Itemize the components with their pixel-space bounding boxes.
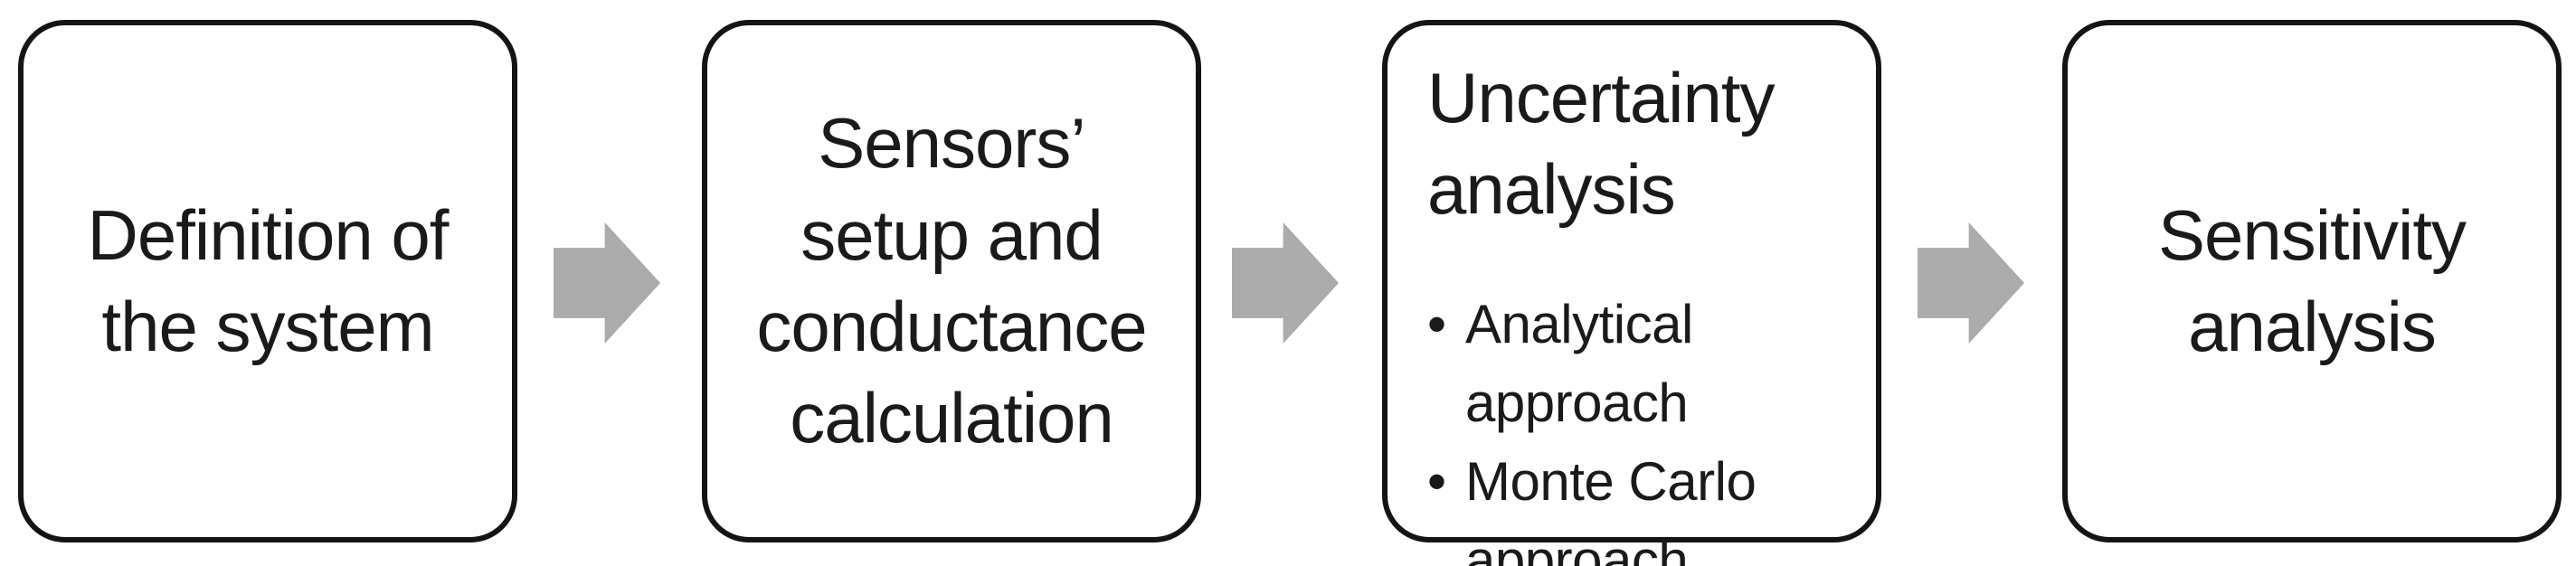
bullet-icon: • (1427, 293, 1446, 354)
list-item: • Monte Carlo approach (1427, 442, 1852, 566)
step-label: Sensitivity analysis (2157, 194, 2467, 366)
right-arrow-icon (1918, 222, 2024, 344)
bullet-icon: • (1427, 450, 1446, 512)
flow-step-definition-of-system: Definition of the system (18, 20, 517, 542)
right-arrow-icon (1232, 222, 1339, 344)
list-item: • Analytical approach (1427, 285, 1852, 442)
step-label: Definition of the system (87, 194, 450, 366)
bullet-label: Monte Carlo approach (1465, 450, 1757, 566)
step-title: Uncertainty analysis (1427, 58, 1776, 230)
flow-step-sensitivity-analysis: Sensitivity analysis (2062, 20, 2562, 542)
flow-step-sensors-setup: Sensors’ setup and conductance calculati… (702, 20, 1201, 542)
flow-step-uncertainty-analysis: Uncertainty analysis • Analytical approa… (1382, 20, 1881, 566)
step-label: Sensors’ setup and conductance calculati… (756, 103, 1147, 458)
right-arrow-icon (554, 222, 660, 344)
bullet-label: Analytical approach (1465, 293, 1693, 433)
bullet-list: • Analytical approach • Monte Carlo appr… (1427, 285, 1852, 566)
